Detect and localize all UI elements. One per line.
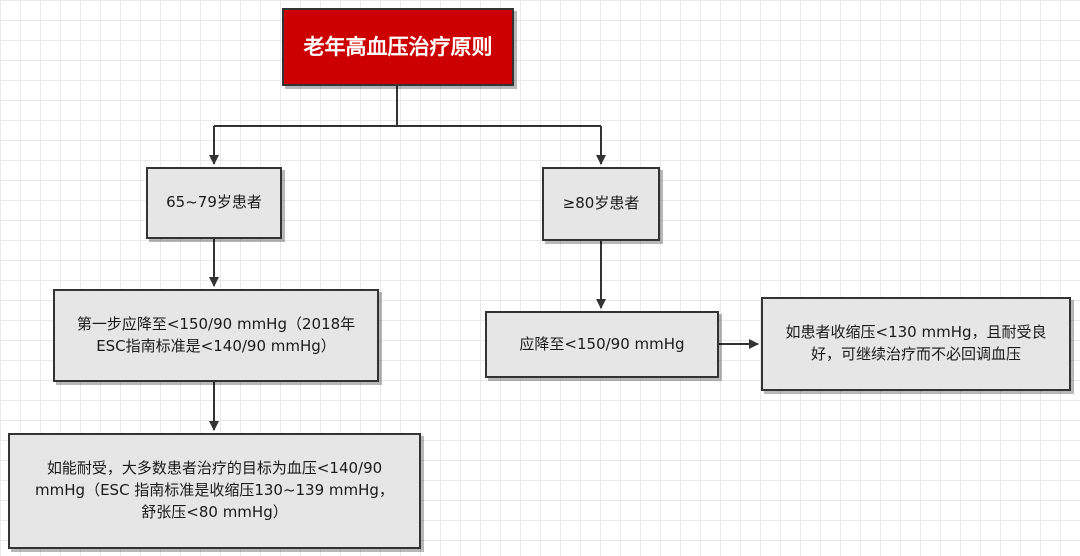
right-group-label: ≥80岁患者 [562, 194, 640, 213]
left-step1-text: 第一步应降至<150/90 mmHg（2018年ESC指南标准是<140/90 … [76, 314, 356, 355]
left-group-label: 65~79岁患者 [166, 193, 262, 212]
title-text: 老年高血压治疗原则 [303, 34, 493, 59]
right-step2-box: 如患者收缩压<130 mmHg，且耐受良好，可继续治疗而不必回调血压 [761, 297, 1071, 391]
left-step2-text: 如能耐受，大多数患者治疗的目标为血压<140/90 mmHg（ESC 指南标准是… [35, 459, 394, 521]
title-box: 老年高血压治疗原则 [282, 8, 514, 86]
right-step2-text: 如患者收缩压<130 mmHg，且耐受良好，可继续治疗而不必回调血压 [785, 323, 1047, 363]
right-group-box: ≥80岁患者 [542, 167, 660, 241]
right-step1-text: 应降至<150/90 mmHg [519, 334, 685, 353]
left-step2-box: 如能耐受，大多数患者治疗的目标为血压<140/90 mmHg（ESC 指南标准是… [8, 433, 421, 549]
left-group-box: 65~79岁患者 [146, 167, 282, 239]
right-step1-box: 应降至<150/90 mmHg [485, 311, 719, 378]
left-step1-box: 第一步应降至<150/90 mmHg（2018年ESC指南标准是<140/90 … [53, 289, 379, 382]
